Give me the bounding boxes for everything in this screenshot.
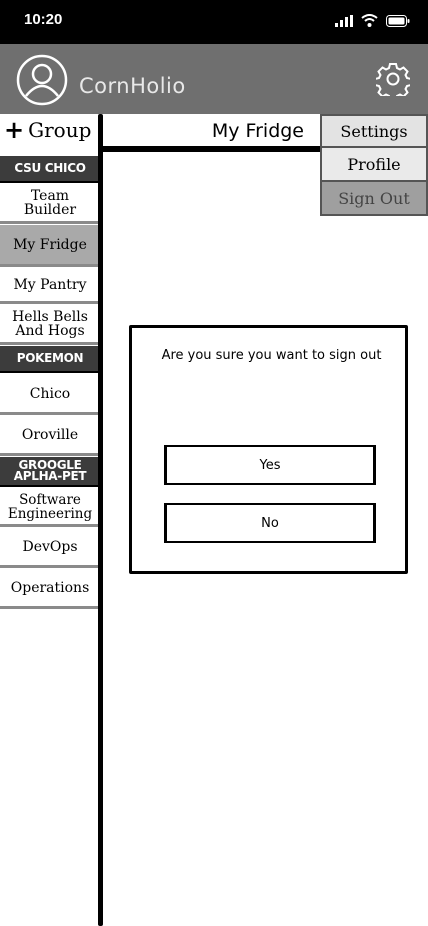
sidebar-item-software-engineering[interactable]: Software Engineering bbox=[0, 489, 100, 527]
sidebar-item-label: DevOps bbox=[22, 538, 78, 555]
menu-item-profile[interactable]: Profile bbox=[320, 148, 428, 182]
sidebar-item-operations[interactable]: Operations bbox=[0, 569, 100, 609]
signal-icon bbox=[335, 14, 353, 27]
avatar-icon[interactable] bbox=[16, 54, 68, 106]
app-header: CornHolio bbox=[0, 44, 428, 114]
sign-out-dialog: Are you sure you want to sign out Yes No bbox=[129, 325, 408, 574]
yes-button[interactable]: Yes bbox=[164, 445, 376, 485]
sidebar-item-oroville[interactable]: Oroville bbox=[0, 416, 100, 456]
sidebar-item-label: My Fridge bbox=[13, 236, 87, 253]
section-header-groogle: GROOGLE APLHA-PET bbox=[0, 457, 100, 487]
status-bar: 10:20 bbox=[0, 0, 428, 44]
sidebar-item-my-pantry[interactable]: My Pantry bbox=[0, 268, 100, 304]
sidebar-item-team-builder[interactable]: Team Builder bbox=[0, 185, 100, 224]
sidebar-item-label: Chico bbox=[29, 385, 71, 402]
sidebar-item-devops[interactable]: DevOps bbox=[0, 528, 100, 568]
dialog-message: Are you sure you want to sign out bbox=[161, 348, 382, 363]
sidebar-item-label: Team Builder bbox=[23, 188, 77, 218]
status-time: 10:20 bbox=[24, 11, 63, 28]
add-group-label: Group bbox=[28, 118, 92, 142]
sidebar-item-my-fridge[interactable]: My Fridge bbox=[0, 225, 100, 267]
menu-item-sign-out[interactable]: Sign Out bbox=[320, 182, 428, 216]
section-header-csu-chico: CSU CHICO bbox=[0, 156, 100, 183]
sidebar-item-label: Oroville bbox=[21, 426, 79, 443]
gear-icon[interactable] bbox=[376, 62, 410, 96]
sidebar-item-label: Hells Bells And Hogs bbox=[12, 308, 88, 339]
menu-item-settings[interactable]: Settings bbox=[320, 114, 428, 148]
settings-menu: Settings Profile Sign Out bbox=[320, 114, 428, 216]
sidebar-item-hells-bells-and-hogs[interactable]: Hells Bells And Hogs bbox=[0, 305, 100, 345]
battery-icon bbox=[386, 14, 410, 27]
sidebar-divider bbox=[98, 114, 103, 926]
sidebar-item-chico[interactable]: Chico bbox=[0, 375, 100, 415]
wifi-icon bbox=[361, 14, 378, 27]
sidebar-item-label: Software Engineering bbox=[7, 491, 93, 522]
status-icons bbox=[335, 14, 410, 27]
sidebar-item-label: Operations bbox=[10, 579, 90, 596]
app-title: CornHolio bbox=[79, 74, 186, 98]
no-button[interactable]: No bbox=[164, 503, 376, 543]
section-header-pokemon: POKEMON bbox=[0, 346, 100, 373]
page-title: My Fridge bbox=[211, 120, 304, 142]
plus-icon: + bbox=[4, 115, 25, 144]
add-group-button[interactable]: + Group bbox=[4, 115, 92, 144]
main-title-bar: My Fridge bbox=[103, 114, 428, 152]
sidebar-item-label: My Pantry bbox=[13, 276, 87, 293]
